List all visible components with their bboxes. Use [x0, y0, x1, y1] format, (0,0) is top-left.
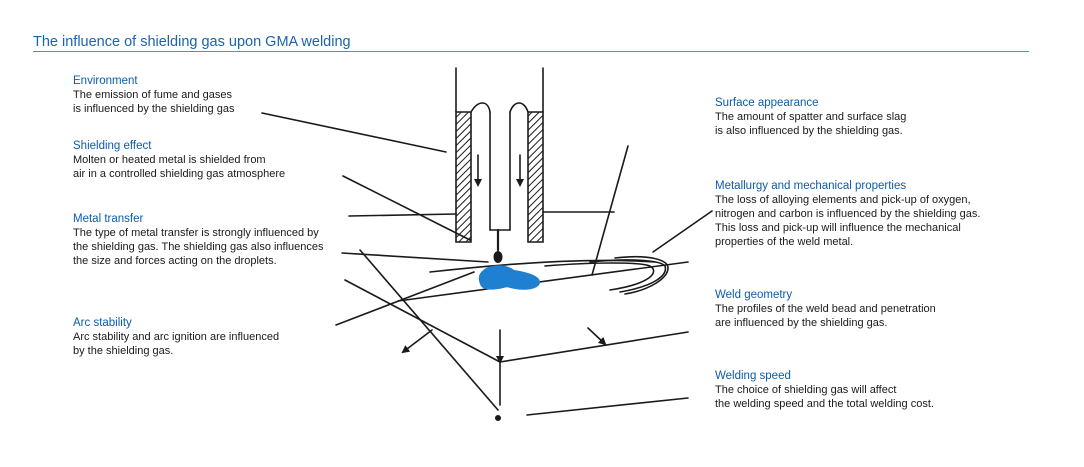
weld-pool: [478, 265, 540, 290]
title-rule: [33, 51, 1029, 52]
note-weld-geometry: Weld geometry The profiles of the weld b…: [715, 288, 1015, 330]
plate-corner-dot: [495, 415, 501, 421]
note-text: The loss of alloying elements and pick-u…: [715, 194, 981, 248]
note-surface-appearance: Surface appearance The amount of spatter…: [715, 96, 1015, 138]
leader-shielding-effect: [342, 175, 471, 241]
note-text: The choice of shielding gas will affect …: [715, 384, 934, 410]
note-metallurgy: Metallurgy and mechanical properties The…: [715, 179, 1015, 249]
nozzle-wall-left: [455, 111, 472, 243]
plate-joint-line: [359, 249, 499, 411]
weld-ripple-1: [544, 262, 655, 291]
note-heading: Weld geometry: [715, 289, 793, 301]
note-text: The profiles of the weld bead and penetr…: [715, 303, 936, 329]
leader-surface-appearance: [591, 145, 629, 276]
contact-tube-top-right: [509, 102, 529, 113]
leader-arc-stability: [335, 271, 475, 326]
note-arc-stability: Arc stability Arc stability and arc igni…: [73, 316, 363, 358]
note-heading: Arc stability: [73, 317, 132, 329]
note-environment: Environment The emission of fume and gas…: [73, 74, 363, 116]
note-heading: Welding speed: [715, 370, 791, 382]
plate-front-right-edge: [499, 331, 689, 363]
note-text: The emission of fume and gases is influe…: [73, 89, 235, 115]
note-metal-transfer: Metal transfer The type of metal transfe…: [73, 212, 363, 268]
diagram-title: The influence of shielding gas upon GMA …: [33, 34, 351, 50]
note-text: Molten or heated metal is shielded from …: [73, 154, 286, 180]
weld-bead-lower: [397, 261, 689, 302]
contact-tube-top: [470, 102, 491, 113]
note-heading: Metal transfer: [73, 213, 144, 225]
plate-front-left-edge: [344, 279, 501, 363]
nozzle-wall-right: [527, 111, 544, 243]
weld-bead-upper: [429, 259, 656, 273]
note-heading: Environment: [73, 75, 138, 87]
direction-arrow-right: [587, 327, 607, 346]
note-text: Arc stability and arc ignition are influ…: [73, 331, 280, 357]
plate-bottom-edge: [526, 397, 689, 416]
leader-metallurgy-2: [652, 210, 713, 253]
direction-arrow-left: [401, 329, 433, 354]
note-text: The type of metal transfer is strongly i…: [73, 227, 324, 267]
note-heading: Surface appearance: [715, 97, 819, 109]
leader-metal-transfer: [348, 213, 457, 217]
metal-droplet: [493, 251, 503, 263]
note-welding-speed: Welding speed The choice of shielding ga…: [715, 369, 1015, 411]
leader-environment: [261, 112, 447, 153]
note-heading: Metallurgy and mechanical properties: [715, 180, 907, 192]
leader-metal-transfer-2: [341, 252, 489, 263]
note-shielding-effect: Shielding effect Molten or heated metal …: [73, 139, 363, 181]
weld-ripple-2: [589, 259, 667, 293]
note-text: The amount of spatter and surface slag i…: [715, 111, 907, 137]
note-heading: Shielding effect: [73, 140, 152, 152]
weld-ripple-3: [614, 255, 669, 295]
